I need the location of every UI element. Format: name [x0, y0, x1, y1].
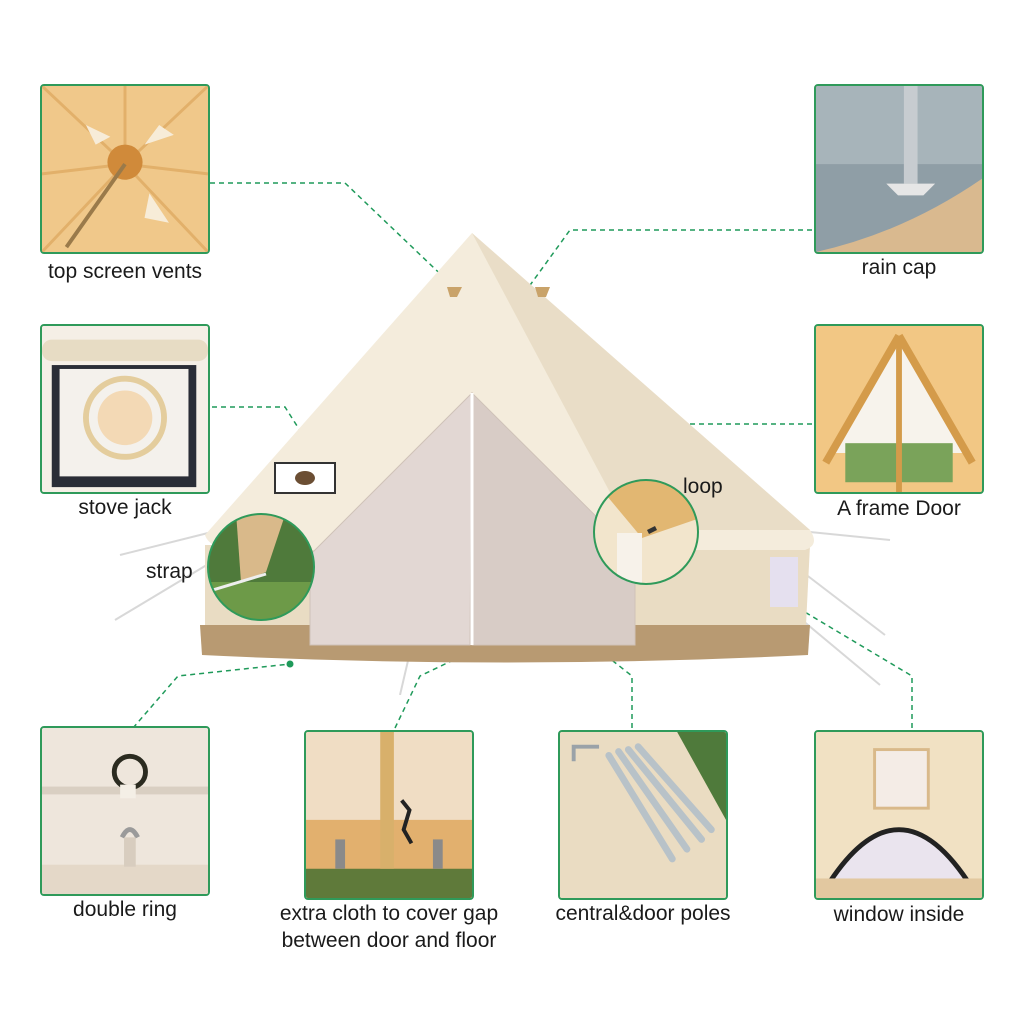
strap-inset-image [207, 513, 315, 621]
label-stove-jack: stove jack [78, 496, 172, 519]
dot-double-ring [286, 660, 294, 668]
label-strap: strap [146, 560, 193, 583]
label-double-ring: double ring [73, 898, 177, 921]
label-extra-cloth-line1: extra cloth to cover gap [279, 902, 499, 925]
window-inside-image [814, 730, 984, 900]
leader-stove-jack [212, 406, 321, 463]
a-frame-door-image [814, 324, 984, 494]
loop-inset-image [593, 479, 699, 585]
bell-tent-illustration [114, 233, 891, 695]
extra-cloth-image [304, 730, 474, 900]
label-top-screen-vents: top screen vents [47, 260, 203, 283]
label-window-inside: window inside [833, 903, 965, 926]
label-extra-cloth-line2: between door and floor [281, 929, 497, 952]
stove-jack-image [40, 324, 210, 494]
central-door-poles-image [558, 730, 728, 900]
label-central-door-poles: central&door poles [555, 902, 731, 925]
leader-window [787, 601, 913, 728]
label-a-frame-door: A frame Door [837, 497, 961, 520]
rain-cap-image [814, 84, 984, 254]
leader-top-vents [210, 182, 456, 289]
top-screen-vents-image [40, 84, 210, 254]
leader-double-ring [132, 663, 291, 729]
label-rain-cap: rain cap [861, 256, 937, 279]
double-ring-image [40, 726, 210, 896]
label-loop: loop [683, 475, 723, 498]
